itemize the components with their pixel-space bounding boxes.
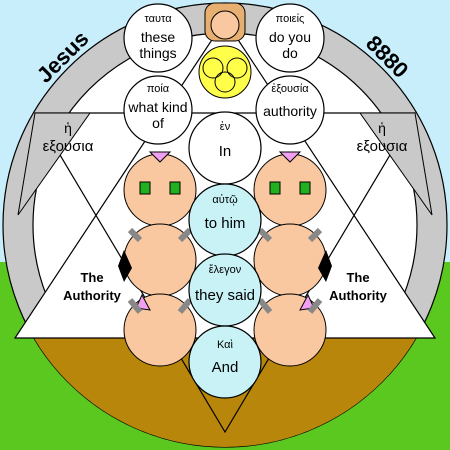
poia-english-1: what kind [127, 99, 187, 115]
right-greek-article: ἡ [378, 120, 386, 136]
right-greek-word: εξουσια [357, 138, 408, 155]
auto-english-1: to him [205, 215, 246, 232]
right-english-the: The [346, 270, 369, 285]
left-english-authority: Authority [63, 288, 122, 303]
right-grey-wedge [359, 112, 433, 216]
tauta-greek: ταυτα [144, 13, 172, 25]
exousia-english-1: authority [263, 103, 317, 119]
exousia-greek: ἐξουσία [271, 83, 309, 95]
kai-english-1: And [212, 359, 239, 376]
auto-greek: αὐτῷ [212, 194, 238, 206]
circle-poia [123, 75, 193, 145]
right-english-authority: Authority [329, 288, 388, 303]
circle-poieis [255, 3, 325, 73]
tauta-english-1: these [141, 29, 175, 45]
kai-greek: Καὶ [217, 339, 234, 351]
circle-kai [188, 325, 262, 399]
poia-english-2: of [152, 115, 164, 131]
left-english-the: The [80, 270, 103, 285]
left-greek-word: εξουσια [43, 138, 94, 155]
en-english-1: In [219, 143, 232, 160]
circle-tauta [123, 3, 193, 73]
right-pillar-figure [253, 151, 332, 367]
left-greek-article: ἡ [64, 120, 72, 136]
left-grey-wedge [17, 112, 91, 216]
poia-greek: ποία [147, 83, 170, 95]
left-pillar-figure [118, 151, 197, 367]
poieis-greek: ποιεἰς [276, 13, 305, 25]
top-figure [198, 2, 252, 99]
poieis-english-1: do you [269, 29, 311, 45]
poieis-english-2: do [282, 45, 298, 61]
elegon-greek: ἔλεγον [209, 264, 242, 276]
elegon-english-1: they said [195, 287, 255, 304]
tauta-english-2: things [139, 45, 176, 61]
circle-exousia [255, 75, 325, 145]
en-greek: ἐν [220, 121, 231, 133]
